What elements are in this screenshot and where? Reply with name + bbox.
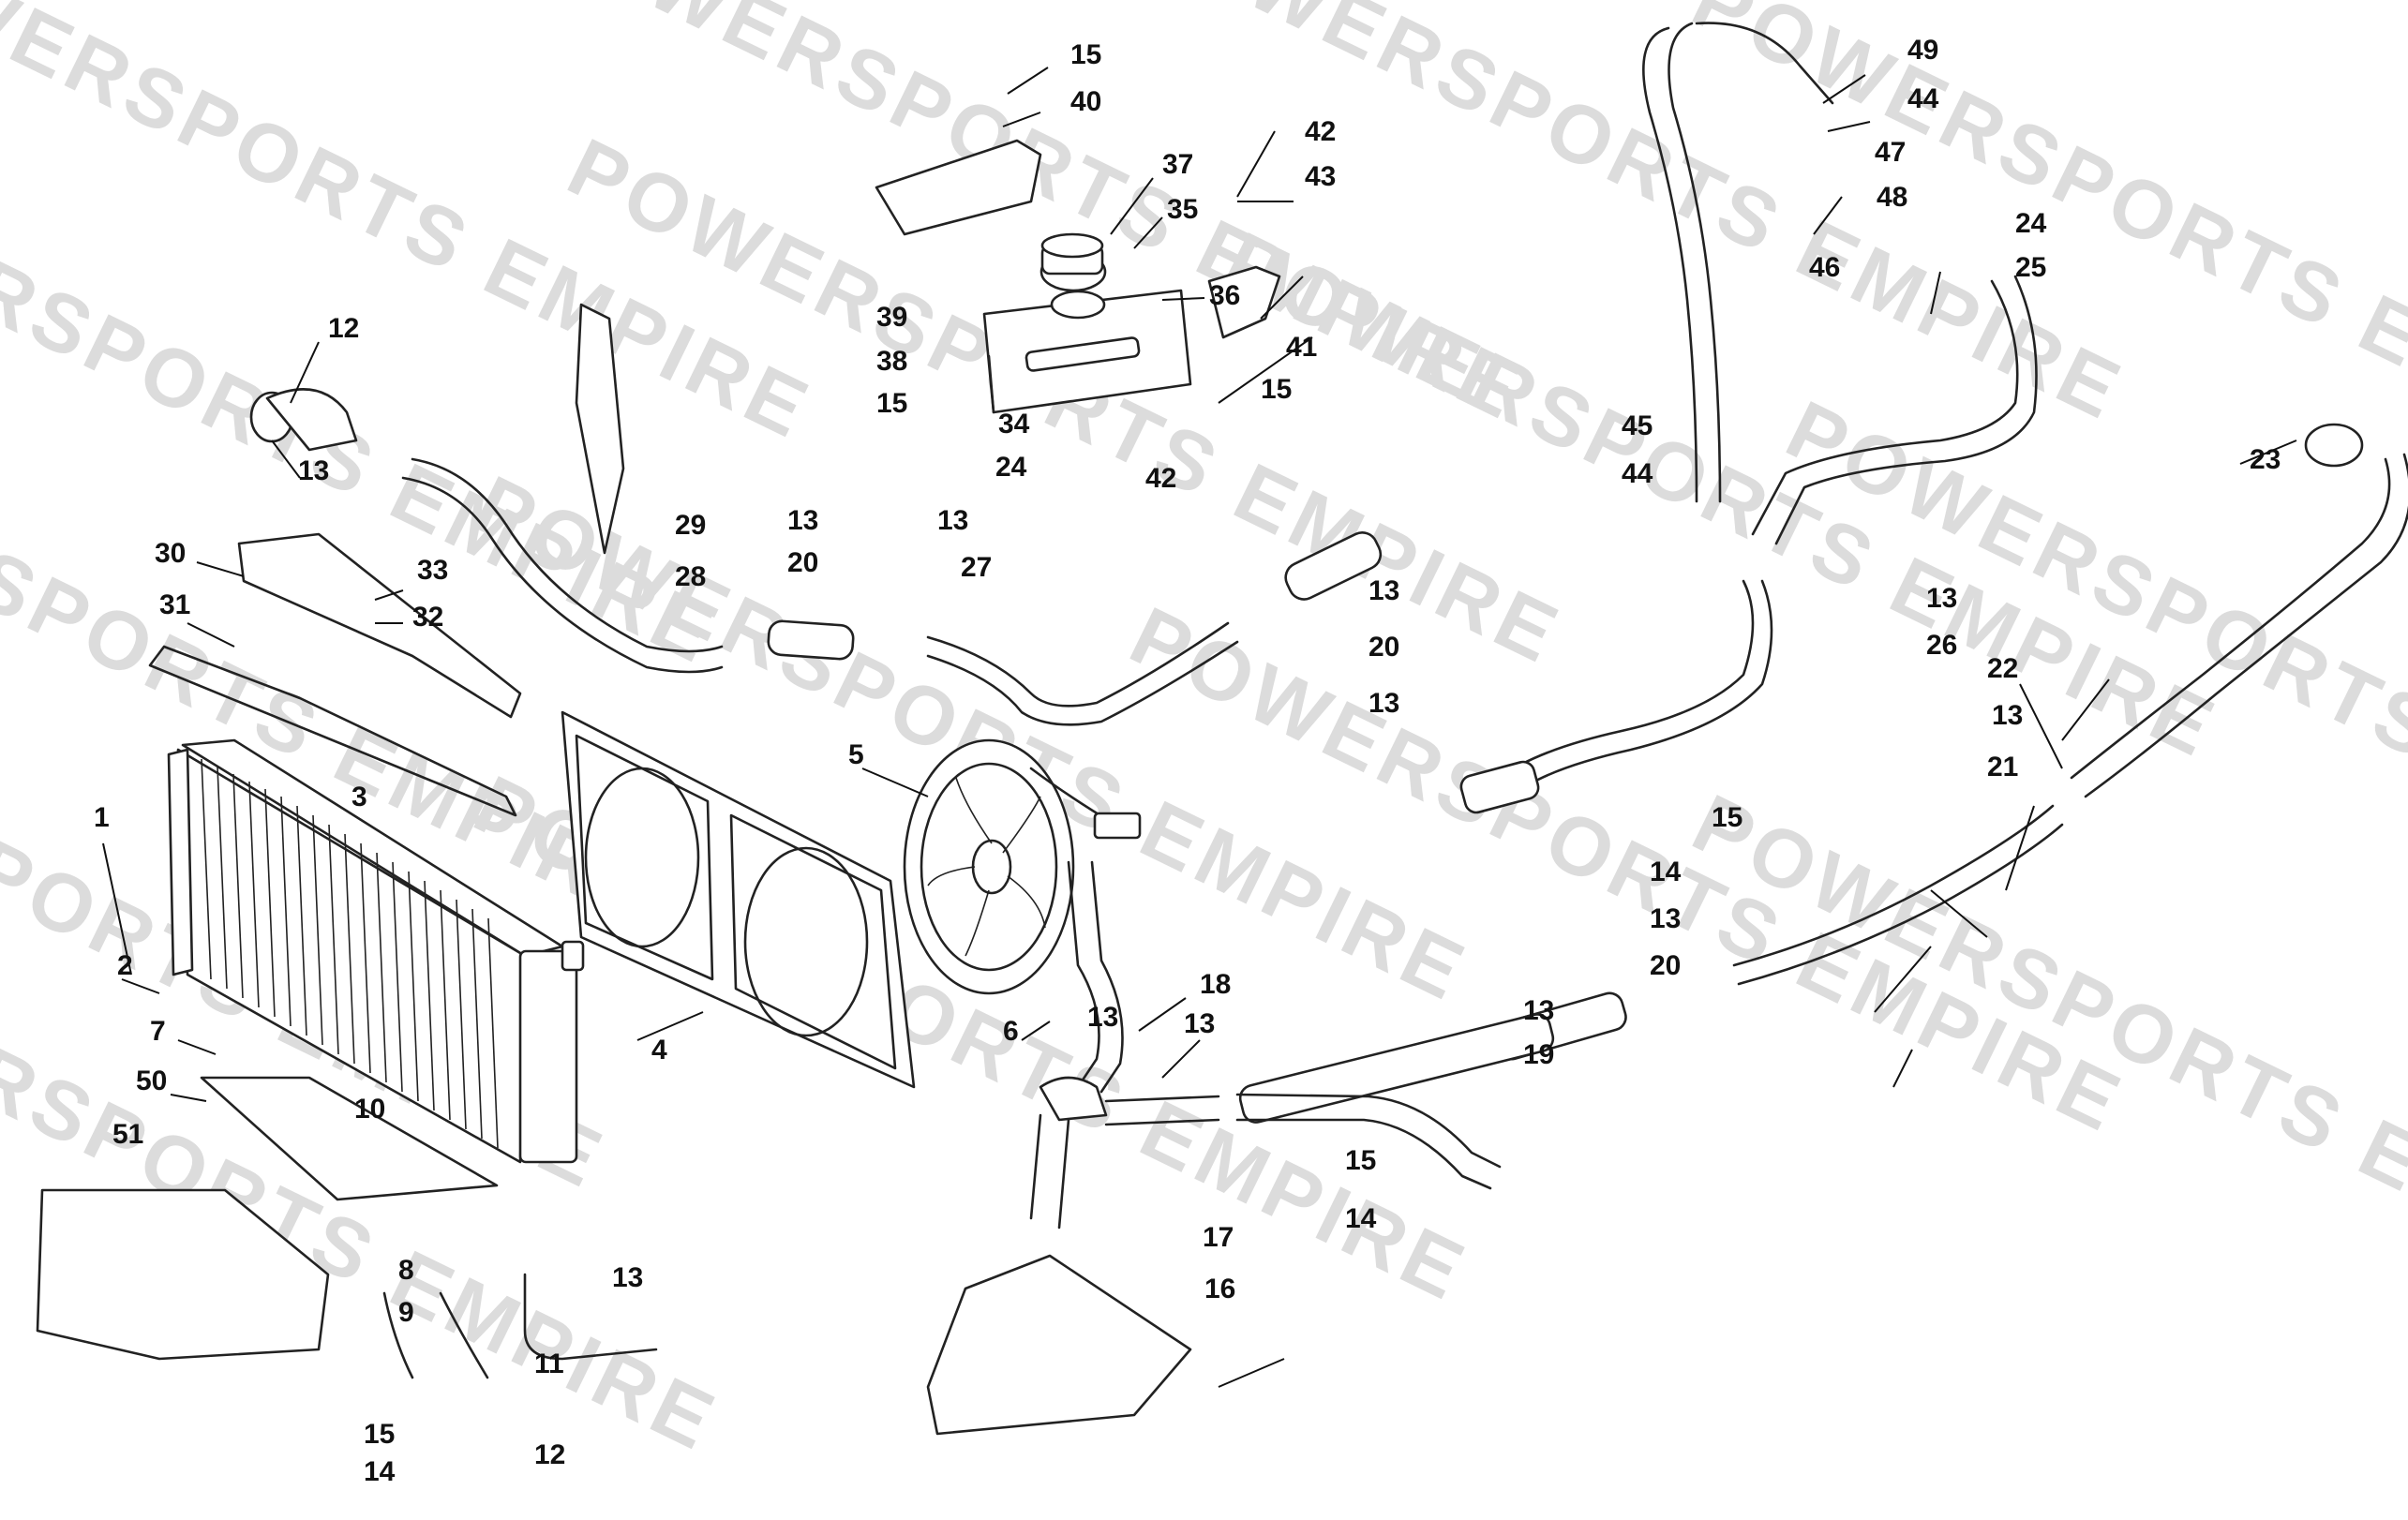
- callout-1: 1: [94, 802, 110, 833]
- callout-42: 42: [1305, 116, 1336, 147]
- callout-15: 15: [876, 388, 907, 419]
- callout-50: 50: [136, 1065, 167, 1096]
- callout-27: 27: [961, 552, 992, 583]
- callout-20: 20: [1650, 950, 1681, 981]
- callout-29: 29: [675, 510, 706, 541]
- callout-6: 6: [1003, 1016, 1019, 1047]
- callout-45: 45: [1622, 410, 1653, 441]
- callout-13: 13: [1992, 700, 2023, 731]
- callout-15: 15: [1345, 1145, 1376, 1176]
- callout-41: 41: [1286, 332, 1317, 363]
- callout-13: 13: [1369, 688, 1399, 719]
- callout-13: 13: [1087, 1002, 1118, 1033]
- callout-7: 7: [150, 1016, 166, 1047]
- callout-32: 32: [412, 602, 443, 633]
- coolant-hose-center: [767, 531, 1383, 726]
- callout-13: 13: [1926, 583, 1957, 614]
- callout-35: 35: [1167, 194, 1198, 225]
- callout-51: 51: [112, 1119, 143, 1150]
- callout-24: 24: [2015, 208, 2047, 239]
- callout-10: 10: [354, 1094, 385, 1125]
- callout-13: 13: [612, 1262, 643, 1293]
- callout-20: 20: [787, 547, 818, 578]
- callout-4: 4: [651, 1035, 667, 1065]
- callout-18: 18: [1200, 969, 1231, 1000]
- callout-44: 44: [1907, 83, 1939, 114]
- callout-14: 14: [1650, 857, 1682, 887]
- callout-20: 20: [1369, 632, 1399, 663]
- callout-12: 12: [534, 1439, 565, 1470]
- callout-13: 13: [298, 455, 329, 486]
- callout-14: 14: [1345, 1203, 1377, 1234]
- radiator-fins: [201, 758, 499, 1149]
- callout-47: 47: [1875, 137, 1906, 168]
- callout-15: 15: [1712, 802, 1742, 833]
- callout-5: 5: [848, 739, 864, 770]
- callout-11: 11: [534, 1349, 564, 1379]
- fan-shroud: [561, 710, 916, 1089]
- callout-25: 25: [2015, 252, 2046, 283]
- callout-12: 12: [328, 313, 359, 344]
- cooling-fan: [903, 738, 1142, 995]
- callout-14: 14: [364, 1456, 396, 1487]
- callout-leaders: [102, 67, 2297, 1388]
- callout-44: 44: [1622, 458, 1653, 489]
- callout-13: 13: [1523, 995, 1554, 1026]
- callout-22: 22: [1987, 653, 2018, 684]
- callout-9: 9: [398, 1297, 414, 1328]
- callout-36: 36: [1209, 280, 1240, 311]
- callout-46: 46: [1809, 252, 1840, 283]
- callout-2: 2: [117, 950, 133, 981]
- watermark-text: POWERSPORTS EMPIRE: [1117, 0, 2139, 438]
- callout-19: 19: [1523, 1039, 1554, 1070]
- callout-39: 39: [876, 302, 907, 333]
- callout-28: 28: [675, 561, 706, 592]
- callout-26: 26: [1926, 630, 1957, 661]
- callout-16: 16: [1204, 1274, 1235, 1304]
- callout-31: 31: [159, 589, 190, 620]
- callout-38: 38: [876, 346, 907, 377]
- coolant-reservoir: [982, 232, 1192, 414]
- overflow-hose-right: [1459, 22, 2038, 814]
- callout-43: 43: [1305, 161, 1336, 192]
- brackets: [36, 139, 1281, 1436]
- callout-3: 3: [351, 782, 367, 812]
- callout-24: 24: [995, 452, 1027, 483]
- callout-13: 13: [1650, 903, 1681, 934]
- callout-33: 33: [417, 555, 448, 586]
- callout-23: 23: [2250, 444, 2281, 475]
- callout-13: 13: [787, 505, 818, 536]
- callout-15: 15: [1261, 374, 1292, 405]
- callout-21: 21: [1987, 752, 2018, 782]
- callout-48: 48: [1877, 182, 1907, 213]
- lower-hose-assembly: [1029, 860, 1502, 1229]
- callout-49: 49: [1907, 35, 1938, 66]
- callout-42: 42: [1145, 463, 1176, 494]
- upper-radiator-hose: [249, 388, 724, 674]
- callout-37: 37: [1162, 149, 1193, 180]
- callout-13: 13: [937, 505, 968, 536]
- callout-13: 13: [1369, 575, 1399, 606]
- callout-8: 8: [398, 1255, 414, 1286]
- callout-15: 15: [1070, 39, 1101, 70]
- callout-15: 15: [364, 1419, 395, 1450]
- callout-30: 30: [155, 538, 186, 569]
- callout-13: 13: [1184, 1008, 1215, 1039]
- callout-40: 40: [1070, 86, 1101, 117]
- radiator: [167, 738, 585, 1164]
- callout-34: 34: [998, 409, 1030, 440]
- callout-17: 17: [1203, 1222, 1234, 1253]
